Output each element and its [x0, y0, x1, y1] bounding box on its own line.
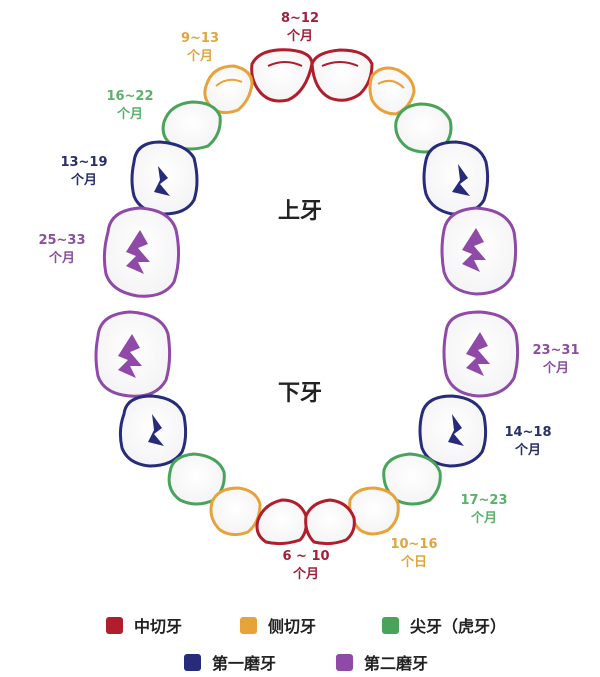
upper-lateral-incisor-right	[368, 66, 416, 116]
lower-central-range: 6 ~ 10	[282, 549, 329, 564]
upper-canine-unit: 个月	[116, 106, 143, 122]
lower-lateral-range: 10~16	[390, 537, 437, 552]
lower-lateral-unit: 个日	[400, 554, 427, 570]
legend-swatch	[382, 617, 399, 634]
lower-canine-range: 17~23	[460, 493, 507, 508]
upper-first-molar-range: 13~19	[60, 155, 107, 170]
upper-second-molar-unit: 个月	[48, 250, 75, 266]
legend-label: 第一磨牙	[212, 654, 276, 673]
legend-label: 第二磨牙	[364, 654, 428, 673]
upper-canine-right	[394, 102, 453, 154]
lower-lateral-incisor-right	[348, 486, 400, 536]
legend-item-canine: 尖牙（虎牙）	[382, 617, 506, 636]
label-upper-canine: 16~22 个月	[106, 89, 153, 122]
upper-central-incisor-right	[310, 48, 374, 102]
upper-lateral-unit: 个月	[186, 48, 213, 64]
label-upper-central: 8~12 个月	[281, 11, 319, 44]
upper-lateral-range: 9~13	[181, 31, 219, 46]
label-lower-central: 6 ~ 10 个月	[282, 549, 329, 582]
legend-label: 中切牙	[134, 617, 182, 636]
legend-label: 尖牙（虎牙）	[410, 617, 506, 636]
lower-second-molar-left	[94, 310, 172, 398]
upper-second-molar-right	[440, 206, 518, 296]
upper-central-range: 8~12	[281, 11, 319, 26]
upper-canine-range: 16~22	[106, 89, 153, 104]
legend-label: 侧切牙	[268, 617, 316, 636]
legend-item-central-incisor: 中切牙	[106, 617, 182, 636]
upper-teeth-title: 上牙	[278, 199, 322, 224]
legend-swatch	[240, 617, 257, 634]
lower-first-molar-unit: 个月	[514, 442, 541, 458]
upper-canine-left	[161, 100, 222, 151]
lower-central-incisor-right	[304, 498, 356, 546]
lower-first-molar-right	[418, 394, 488, 468]
upper-first-molar-unit: 个月	[70, 172, 97, 188]
upper-central-incisor-left	[250, 48, 314, 103]
label-lower-first-molar: 14~18 个月	[504, 425, 551, 458]
upper-second-molar-range: 25~33	[38, 233, 85, 248]
label-lower-second-molar: 23~31 个月	[532, 343, 579, 376]
legend-swatch	[336, 654, 353, 671]
upper-first-molar-right	[422, 140, 490, 216]
label-lower-lateral: 10~16 个日	[390, 537, 437, 570]
label-upper-second-molar: 25~33 个月	[38, 233, 85, 266]
lower-central-incisor-left	[255, 498, 308, 546]
lower-lateral-incisor-left	[209, 486, 262, 537]
lower-teeth-title: 下牙	[278, 381, 322, 406]
lower-canine-left	[167, 452, 226, 506]
legend-item-first-molar: 第一磨牙	[184, 654, 276, 673]
legend-item-second-molar: 第二磨牙	[336, 654, 428, 673]
label-upper-lateral: 9~13 个月	[181, 31, 219, 64]
upper-central-unit: 个月	[286, 28, 313, 44]
label-upper-first-molar: 13~19 个月	[60, 155, 107, 188]
lower-first-molar-range: 14~18	[504, 425, 551, 440]
legend: 中切牙 侧切牙 尖牙（虎牙） 第一磨牙 第二磨牙	[106, 617, 506, 673]
legend-swatch	[106, 617, 123, 634]
lower-canine-unit: 个月	[470, 510, 497, 526]
legend-item-lateral-incisor: 侧切牙	[240, 617, 316, 636]
lower-first-molar-left	[118, 394, 188, 468]
lower-central-unit: 个月	[292, 566, 319, 582]
lower-second-molar-range: 23~31	[532, 343, 579, 358]
legend-swatch	[184, 654, 201, 671]
label-lower-canine: 17~23 个月	[460, 493, 507, 526]
lower-second-molar-unit: 个月	[542, 360, 569, 376]
